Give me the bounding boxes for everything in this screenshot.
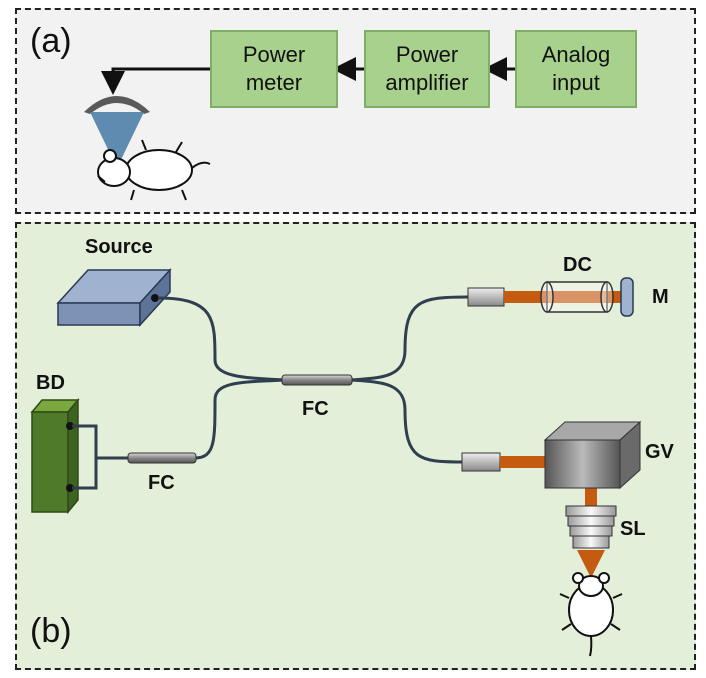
reference-beam bbox=[504, 291, 622, 303]
panel-b-label: (b) bbox=[30, 612, 72, 650]
reference-collimator-icon bbox=[467, 287, 505, 307]
dc-label: DC bbox=[563, 254, 592, 276]
dispersion-compensator-icon bbox=[540, 281, 614, 313]
arrow-meter-to-transducer bbox=[101, 67, 210, 95]
focused-beam bbox=[577, 550, 605, 578]
mouse-topview-icon bbox=[559, 572, 623, 657]
bd-detector-icon bbox=[30, 397, 80, 515]
fc-center-label: FC bbox=[302, 398, 329, 420]
panel-a-label: (a) bbox=[30, 22, 72, 60]
fiber-coupler-left-icon bbox=[127, 452, 197, 464]
bd-label: BD bbox=[36, 372, 65, 394]
fiber-coupler-center-icon bbox=[281, 374, 353, 386]
fc-left-label: FC bbox=[148, 472, 175, 494]
analog-input-box: Analog input bbox=[515, 30, 637, 108]
sl-label: SL bbox=[620, 518, 646, 540]
power-amplifier-box: Power amplifier bbox=[364, 30, 490, 108]
scan-lens-icon bbox=[565, 505, 617, 549]
source-box-icon bbox=[56, 268, 172, 327]
source-label: Source bbox=[85, 236, 153, 258]
power-meter-box: Power meter bbox=[210, 30, 338, 108]
mirror-icon bbox=[620, 277, 634, 317]
sample-beam bbox=[500, 456, 597, 508]
m-label: M bbox=[652, 286, 669, 308]
mouse-icon bbox=[97, 139, 211, 201]
transducer-icon bbox=[84, 96, 150, 114]
galvo-scanner-icon bbox=[543, 420, 642, 490]
gv-label: GV bbox=[645, 441, 674, 463]
fiber-lines bbox=[72, 295, 469, 490]
acoustic-cone-icon bbox=[90, 112, 144, 168]
sample-collimator-icon bbox=[461, 452, 501, 472]
